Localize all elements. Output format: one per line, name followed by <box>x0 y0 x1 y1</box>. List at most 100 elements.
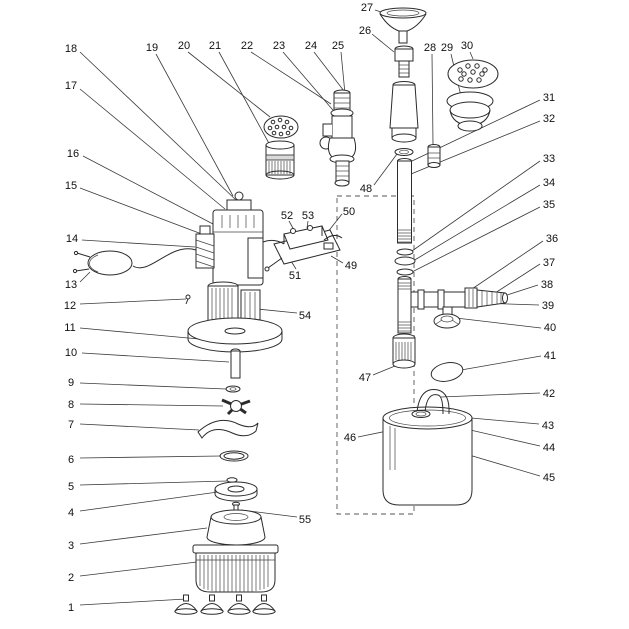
leader-line-18 <box>79 51 237 201</box>
leader-line-10 <box>81 352 230 363</box>
part-label-27: 27 <box>361 2 373 14</box>
leader-line-7 <box>79 423 200 431</box>
leader-line-28 <box>431 53 434 146</box>
part-label-48: 48 <box>360 183 372 195</box>
terminal-connector <box>263 115 299 139</box>
part-label-51: 51 <box>289 270 301 282</box>
pump-chamber <box>206 509 266 546</box>
leader-line-5 <box>79 480 228 486</box>
leader-line-37 <box>494 263 541 294</box>
part-label-24: 24 <box>305 40 317 52</box>
leader-line-2 <box>79 561 198 577</box>
part-label-45: 45 <box>543 472 555 484</box>
part-label-36: 36 <box>546 233 558 245</box>
leader-lines <box>79 9 544 606</box>
switch-box <box>262 225 343 272</box>
part-label-1: 1 <box>68 602 74 614</box>
part-label-26: 26 <box>359 25 371 37</box>
part-label-4: 4 <box>68 507 74 519</box>
leader-line-47 <box>372 365 396 376</box>
leader-line-12 <box>79 298 187 305</box>
leader-line-14 <box>81 239 196 248</box>
part-label-12: 12 <box>64 300 76 312</box>
leader-line-9 <box>79 382 227 390</box>
part-label-11: 11 <box>64 322 75 334</box>
part-label-30: 30 <box>461 40 473 52</box>
part-label-52: 52 <box>281 210 293 222</box>
part-label-25: 25 <box>332 40 344 52</box>
part-label-41: 41 <box>544 350 556 362</box>
flat-ring <box>394 148 414 156</box>
spacer-discs <box>394 248 416 276</box>
o-ring <box>219 450 249 462</box>
leader-line-11 <box>79 327 200 340</box>
leader-line-33 <box>411 160 541 252</box>
part-label-22: 22 <box>241 40 253 52</box>
valve-handwheel <box>433 313 461 329</box>
part-label-46: 46 <box>344 432 356 444</box>
leader-line-1 <box>79 598 187 606</box>
power-cord <box>132 248 197 269</box>
part-label-2: 2 <box>68 572 74 584</box>
outlet-elbow <box>411 388 450 418</box>
fountain-head <box>379 7 427 44</box>
part-label-19: 19 <box>146 42 158 54</box>
leader-line-4 <box>79 491 219 512</box>
nozzle-connector <box>394 45 414 78</box>
leader-line-6 <box>79 455 222 459</box>
part-label-18: 18 <box>65 43 77 55</box>
part-label-33: 33 <box>543 153 555 165</box>
part-label-54: 54 <box>299 310 311 322</box>
leader-line-30 <box>469 51 474 60</box>
part-label-10: 10 <box>65 347 77 359</box>
leader-line-22 <box>250 51 332 105</box>
part-label-29: 29 <box>441 42 453 54</box>
part-label-37: 37 <box>543 257 555 269</box>
capacitor-cylinder <box>265 140 295 180</box>
disc-stack <box>446 91 494 132</box>
leader-line-35 <box>411 206 541 273</box>
leader-line-46 <box>357 430 388 438</box>
leader-line-24 <box>313 51 345 92</box>
leader-line-3 <box>79 527 208 545</box>
sprinkler-disc <box>447 59 499 89</box>
part-label-31: 31 <box>543 92 555 104</box>
set-screw <box>185 294 191 305</box>
shaft <box>230 348 241 379</box>
part-label-49: 49 <box>345 260 357 272</box>
part-label-9: 9 <box>68 377 74 389</box>
part-label-5: 5 <box>68 481 74 493</box>
part-label-7: 7 <box>68 419 74 431</box>
leader-line-16 <box>82 155 214 225</box>
leader-line-26 <box>371 33 395 53</box>
leader-line-23 <box>282 51 339 117</box>
part-label-21: 21 <box>209 40 221 52</box>
stator-coil <box>195 225 215 269</box>
part-label-42: 42 <box>543 388 555 400</box>
part-label-13: 13 <box>65 279 77 291</box>
leader-line-19 <box>155 53 234 197</box>
part-label-32: 32 <box>543 113 555 125</box>
part-label-50: 50 <box>343 206 355 218</box>
washer <box>225 385 241 393</box>
riser-tube-lower <box>397 276 412 334</box>
part-label-47: 47 <box>359 372 371 384</box>
part-label-34: 34 <box>543 177 555 189</box>
leader-line-8 <box>79 403 224 407</box>
leader-line-34 <box>412 184 541 262</box>
base-housing <box>382 406 473 506</box>
suction-feet <box>174 594 276 615</box>
strainer-basket <box>192 544 279 593</box>
motor-housing <box>212 209 264 286</box>
pump-assembly <box>72 89 357 615</box>
part-label-53: 53 <box>302 210 314 222</box>
bearing-plate <box>187 317 283 353</box>
part-label-39: 39 <box>542 300 554 312</box>
leader-line-17 <box>79 88 226 210</box>
part-label-23: 23 <box>273 40 285 52</box>
leader-line-20 <box>187 51 271 118</box>
leader-line-27 <box>374 9 382 13</box>
leader-line-38 <box>503 284 539 297</box>
